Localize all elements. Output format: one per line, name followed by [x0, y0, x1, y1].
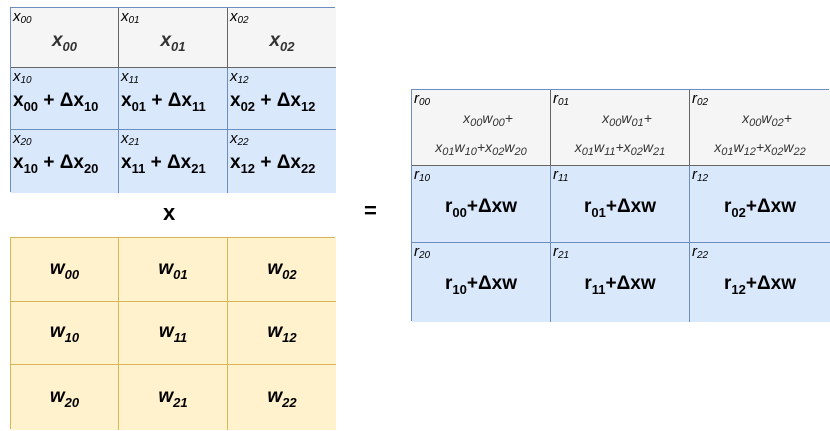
matrix-w-cell-01: w01 [119, 238, 228, 302]
matrix-x: x00 x00 x01 x01 x02 x02 x10 x00 + Δx10 x… [10, 7, 336, 193]
cell-tag: r00 [414, 90, 431, 109]
cell-tag: x11 [121, 68, 139, 87]
cell-tag: x20 [13, 130, 32, 149]
cell-value: w02 [267, 257, 297, 282]
cell-tag: r10 [414, 166, 431, 185]
cell-value: x00 [51, 30, 78, 54]
cell-expression: x02 + Δx12 [230, 90, 316, 114]
matrix-r-cell-02: r02 x00w02+ x01w12+x02w22 [690, 90, 830, 166]
matrix-x-cell-12: x12 x02 + Δx12 [228, 68, 336, 130]
matrix-w-cell-02: w02 [228, 238, 336, 302]
cell-value: w11 [158, 321, 188, 345]
matrix-r-cell-01: r01 x00w01+ x01w11+x02w21 [551, 90, 690, 166]
cell-value: w20 [49, 385, 80, 410]
matrix-r-cell-10: r10 r00+Δxw [412, 166, 551, 243]
cell-value: w22 [267, 385, 297, 410]
matrix-w: w00 w01 w02 w10 w11 w12 w20 w21 w22 [10, 237, 336, 430]
matrix-r-cell-22: r22 r12+Δxw [690, 243, 830, 322]
cell-expression: x01 + Δx11 [121, 90, 206, 114]
cell-value: w00 [49, 257, 80, 282]
cell-value: w21 [158, 385, 188, 410]
cell-expression: x11 + Δx21 [121, 152, 206, 176]
cell-tag: x01 [121, 8, 140, 27]
cell-value: w10 [49, 321, 80, 345]
cell-tag: x10 [13, 68, 32, 87]
cell-formula: x00w01+ x01w11+x02w21 [574, 110, 666, 158]
cell-expression: x12 + Δx22 [230, 152, 316, 176]
cell-tag: r02 [692, 90, 709, 109]
cell-tag: x02 [230, 8, 249, 27]
matrix-w-cell-21: w21 [119, 365, 228, 430]
cell-expression: r10+Δxw [445, 273, 517, 297]
cell-tag: x12 [230, 68, 249, 87]
cell-expression: x10 + Δx20 [13, 152, 99, 176]
matrix-x-cell-00: x00 x00 [11, 8, 119, 68]
matrix-w-cell-11: w11 [119, 302, 228, 365]
cell-expression: r00+Δxw [445, 196, 517, 220]
matrix-x-cell-20: x20 x10 + Δx20 [11, 130, 119, 193]
cell-tag: r22 [692, 243, 709, 262]
cell-value: x02 [269, 30, 295, 54]
matrix-r-cell-11: r11 r01+Δxw [551, 166, 690, 243]
cell-tag: r20 [414, 243, 431, 262]
cell-tag: r01 [553, 90, 570, 109]
cell-formula: x00w02+ x01w12+x02w22 [714, 110, 806, 158]
matrix-x-cell-01: x01 x01 [119, 8, 228, 68]
cell-value: w01 [158, 257, 188, 282]
cell-expression: r12+Δxw [724, 273, 796, 297]
cell-value: w12 [267, 321, 297, 345]
matrix-x-cell-21: x21 x11 + Δx21 [119, 130, 228, 193]
cell-expression: r02+Δxw [724, 196, 796, 220]
cell-tag: r21 [553, 243, 570, 262]
cell-expression: r01+Δxw [584, 196, 656, 220]
cell-value: x01 [160, 30, 186, 54]
matrix-w-cell-22: w22 [228, 365, 336, 430]
equals-operator: = [364, 198, 377, 223]
cell-tag: x21 [121, 130, 140, 149]
matrix-r-cell-21: r21 r11+Δxw [551, 243, 690, 322]
cell-expression: x00 + Δx10 [13, 90, 99, 114]
matrix-x-cell-10: x10 x00 + Δx10 [11, 68, 119, 130]
matrix-w-cell-20: w20 [11, 365, 119, 430]
cell-tag: x00 [13, 8, 32, 27]
matrix-w-cell-10: w10 [11, 302, 119, 365]
multiply-operator: x [163, 200, 176, 225]
cell-tag: r11 [553, 166, 569, 185]
matrix-r: r00 x00w00+ x01w10+x02w20 r01 x00w01+ x0… [411, 89, 830, 322]
matrix-w-cell-12: w12 [228, 302, 336, 365]
matrix-r-cell-20: r20 r10+Δxw [412, 243, 551, 322]
cell-tag: r12 [692, 166, 709, 185]
cell-formula: x00w00+ x01w10+x02w20 [435, 110, 527, 158]
matrix-r-cell-00: r00 x00w00+ x01w10+x02w20 [412, 90, 551, 166]
matrix-w-cell-00: w00 [11, 238, 119, 302]
cell-expression: r11+Δxw [584, 273, 656, 297]
matrix-x-cell-11: x11 x01 + Δx11 [119, 68, 228, 130]
matrix-r-cell-12: r12 r02+Δxw [690, 166, 830, 243]
matrix-x-cell-22: x22 x12 + Δx22 [228, 130, 336, 193]
cell-tag: x22 [230, 130, 249, 149]
matrix-x-cell-02: x02 x02 [228, 8, 336, 68]
